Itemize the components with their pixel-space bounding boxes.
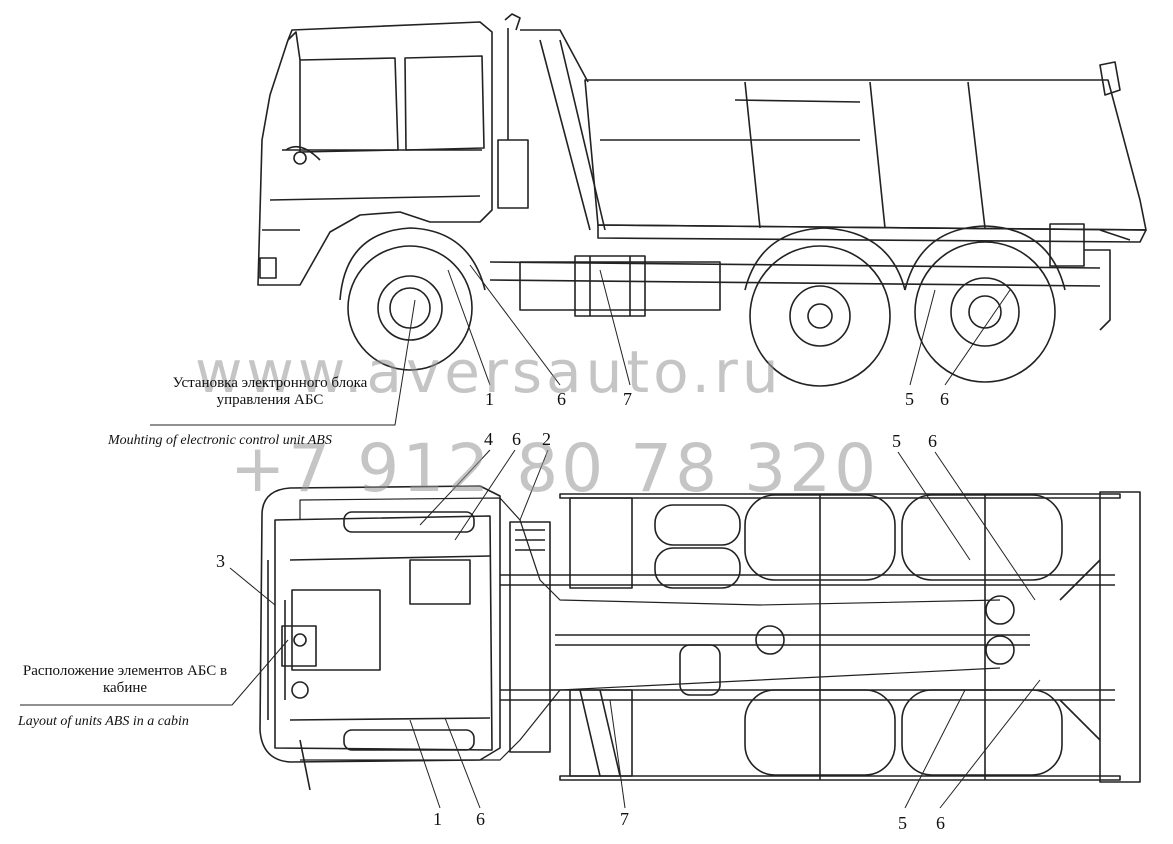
caption-cabin-en: Layout of units ABS in a cabin (18, 714, 189, 729)
callout-top-2: 2 (542, 429, 551, 449)
callout-bottom-6b: 6 (936, 813, 945, 833)
callout-top-4: 4 (484, 429, 493, 449)
callout-top-6b: 6 (928, 431, 937, 451)
callout-side-7: 7 (623, 389, 632, 409)
callout-bottom-1: 1 (433, 809, 442, 829)
callout-bottom-6: 6 (476, 809, 485, 829)
callout-top-6: 6 (512, 429, 521, 449)
callout-side-5: 5 (905, 389, 914, 409)
callout-top-3: 3 (216, 551, 225, 571)
watermark-phone: +7 912 80 78 320 (230, 430, 880, 507)
callout-top-5: 5 (892, 431, 901, 451)
callout-bottom-7: 7 (620, 809, 629, 829)
caption-cabin-ru: Расположение элементов АБС в кабине (22, 663, 228, 696)
callout-bottom-5: 5 (898, 813, 907, 833)
watermark-url: www.aversauto.ru (195, 338, 783, 406)
leader-lines (20, 264, 1041, 809)
side-view-truck (257, 13, 1147, 387)
caption-side-en: Mouhting of electronic control unit ABS (108, 433, 332, 448)
top-view-chassis (259, 485, 1141, 791)
callout-side-6: 6 (557, 389, 566, 409)
callout-side-1: 1 (485, 389, 494, 409)
caption-side-ru: Установка электронного блока управления … (172, 375, 368, 408)
callout-side-6b: 6 (940, 389, 949, 409)
